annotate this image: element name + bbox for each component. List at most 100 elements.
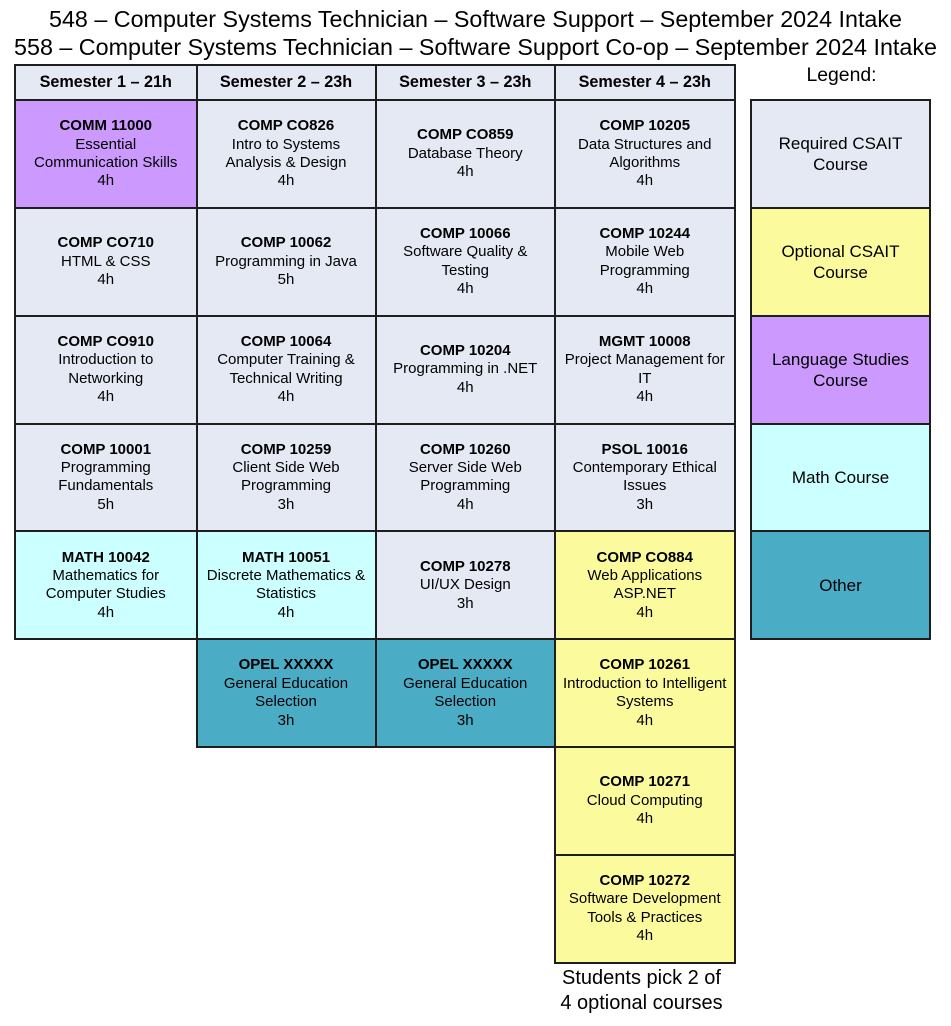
course-cell-comp-10064: COMP 10064 Computer Training & Technical… [195, 314, 377, 425]
course-cell-comp-10271: COMP 10271 Cloud Computing 4h [554, 746, 736, 856]
course-code: COMP 10001 [60, 440, 152, 458]
course-cell-opel-xxxxx: OPEL XXXXX General Education Selection 3… [195, 638, 377, 749]
legend-item-optional: Optional CSAIT Course [750, 206, 931, 317]
course-cell-comp-10278: COMP 10278 UI/UX Design 3h [374, 530, 556, 641]
footnote: Students pick 2 of 4 optional courses [560, 967, 723, 1014]
title-line-548: 548 – Computer Systems Technician – Soft… [49, 5, 902, 32]
course-hours: 3h [277, 711, 295, 729]
course-name: General Education Selection [223, 674, 349, 711]
semester-header-2: Semester 2 – 23h [195, 63, 377, 101]
semester-header-4: Semester 4 – 23h [554, 63, 736, 101]
title-line-558: 558 – Computer Systems Technician – Soft… [14, 33, 937, 60]
course-code: MATH 10051 [241, 548, 331, 566]
course-code: COMP CO826 [237, 117, 335, 135]
course-hours: 4h [277, 172, 295, 190]
course-hours: 3h [277, 495, 295, 513]
course-code: OPEL XXXXX [238, 656, 334, 674]
course-hours: 4h [97, 388, 115, 406]
course-cell-comp-co910: COMP CO910 Introduction to Networking 4h [14, 314, 198, 425]
semester-header-3: Semester 3 – 23h [374, 63, 556, 101]
course-name: Web Applications ASP.NET [587, 566, 703, 603]
course-name: Mobile Web Programming [599, 243, 690, 279]
legend-title: Legend: [806, 64, 877, 86]
course-name: Database Theory [407, 144, 523, 162]
course-name: Client Side Web Programming [232, 459, 340, 495]
course-hours: 4h [456, 280, 474, 298]
course-code: MATH 10042 [61, 548, 150, 566]
course-hours: 3h [636, 495, 654, 513]
course-code: COMP 10062 [240, 234, 332, 252]
course-cell-comp-co859: COMP CO859 Database Theory 4h [374, 99, 556, 209]
course-name: Programming in .NET [393, 360, 538, 378]
course-hours: 4h [456, 378, 474, 396]
page-title: 548 – Computer Systems Technician – Soft… [0, 5, 951, 61]
course-code: COMP 10261 [599, 656, 691, 674]
course-name: Mathematics for Computer Studies [45, 566, 166, 603]
course-hours: 4h [636, 172, 654, 190]
course-hours: 4h [277, 603, 295, 621]
course-cell-comp-10260: COMP 10260 Server Side Web Programming 4… [374, 422, 556, 533]
course-name: Software Development Tools & Practices [568, 890, 721, 926]
course-hours: 4h [636, 927, 654, 945]
course-hours: 4h [97, 603, 115, 621]
course-name: Cloud Computing [586, 791, 703, 809]
course-code: COMP 10204 [419, 342, 511, 359]
course-code: COMP CO859 [417, 126, 514, 144]
course-hours: 3h [456, 711, 474, 729]
course-name: General Education Selection [403, 674, 528, 711]
course-hours: 5h [97, 495, 115, 513]
course-cell-psol-10016: PSOL 10016 Contemporary Ethical Issues 3… [554, 422, 736, 533]
course-cell-comp-10204: COMP 10204 Programming in .NET 4h [374, 314, 556, 425]
course-name: Data Structures and Algorithms [578, 135, 712, 171]
course-hours: 3h [456, 594, 474, 612]
legend-item-language: Language Studies Course [750, 314, 931, 425]
course-name: Software Quality & Testing [403, 243, 528, 279]
course-name: Intro to Systems Analysis & Design [225, 135, 347, 171]
course-name: Programming in Java [215, 252, 357, 270]
course-name: Contemporary Ethical Issues [572, 459, 717, 495]
course-cell-comp-10259: COMP 10259 Client Side Web Programming 3… [195, 422, 377, 533]
course-cell-comp-10261: COMP 10261 Introduction to Intelligent S… [554, 638, 736, 749]
course-hours: 4h [277, 388, 295, 406]
course-code: PSOL 10016 [601, 440, 688, 458]
course-code: MGMT 10008 [598, 332, 691, 350]
course-code: COMP 10066 [419, 224, 511, 242]
course-name: Discrete Mathematics & Statistics [206, 566, 366, 603]
course-hours: 4h [636, 388, 654, 406]
course-cell-mgmt-10008: MGMT 10008 Project Management for IT 4h [554, 314, 736, 425]
course-name: Server Side Web Programming [408, 459, 522, 495]
course-cell-comp-10001: COMP 10001 Programming Fundamentals 5h [14, 422, 198, 533]
course-cell-opel-xxxxx: OPEL XXXXX General Education Selection 3… [374, 638, 556, 749]
course-code: COMP CO884 [596, 548, 693, 566]
course-code: COMM 11000 [59, 117, 153, 135]
course-hours: 4h [636, 810, 654, 828]
course-code: COMP 10271 [599, 773, 691, 791]
course-code: COMP 10259 [240, 440, 332, 458]
course-cell-comp-10272: COMP 10272 Software Development Tools & … [554, 853, 736, 964]
course-cell-comp-co826: COMP CO826 Intro to Systems Analysis & D… [195, 99, 377, 209]
course-hours: 4h [456, 495, 474, 513]
course-hours: 4h [636, 280, 654, 298]
course-cell-comp-10062: COMP 10062 Programming in Java 5h [195, 206, 377, 317]
course-hours: 4h [636, 603, 654, 621]
course-cell-comm-11000: COMM 11000 Essential Communication Skill… [14, 99, 198, 209]
course-cell-comp-10066: COMP 10066 Software Quality & Testing 4h [374, 206, 556, 317]
course-code: COMP CO710 [57, 234, 154, 252]
course-cell-comp-co884: COMP CO884 Web Applications ASP.NET 4h [554, 530, 736, 641]
course-cell-comp-10205: COMP 10205 Data Structures and Algorithm… [554, 99, 736, 209]
course-hours: 5h [277, 270, 295, 288]
course-code: COMP 10272 [599, 872, 691, 890]
course-name: Programming Fundamentals [58, 459, 154, 495]
course-code: COMP CO910 [57, 332, 154, 350]
course-name: Project Management for IT [564, 351, 725, 387]
course-code: COMP 10244 [599, 224, 691, 242]
course-hours: 4h [636, 711, 654, 729]
course-name: Introduction to Intelligent Systems [563, 674, 727, 711]
course-code: COMP 10205 [599, 117, 691, 135]
course-hours: 4h [456, 163, 474, 181]
course-code: OPEL XXXXX [417, 656, 513, 674]
course-name: UI/UX Design [419, 576, 511, 594]
course-cell-math-10042: MATH 10042 Mathematics for Computer Stud… [14, 530, 198, 641]
course-cell-comp-co710: COMP CO710 HTML & CSS 4h [14, 206, 198, 317]
